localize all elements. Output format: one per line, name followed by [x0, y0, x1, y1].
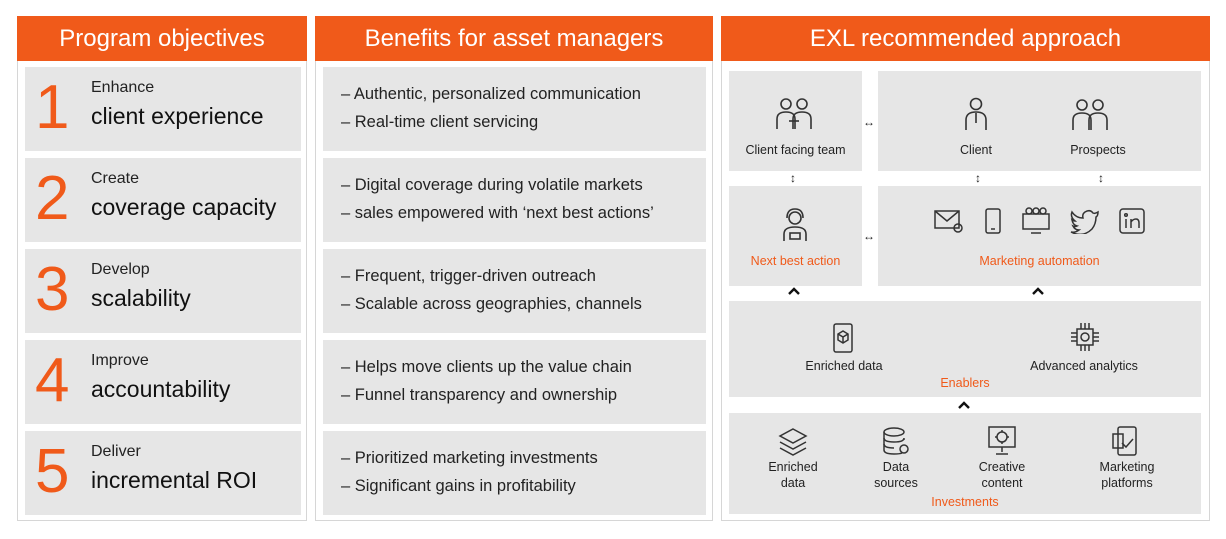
objective-title: accountability [91, 376, 231, 402]
objective-verb: Enhance [91, 79, 155, 96]
marketing-platforms-label-2: platforms [1101, 476, 1153, 490]
benefit-line: – sales empowered with ‘next best action… [341, 204, 654, 222]
next-best-action-box: Next best action [729, 186, 862, 286]
benefit-card-2: – Digital coverage during volatile marke… [323, 158, 706, 242]
objective-number: 5 [35, 437, 70, 506]
marketing-platforms-label-1: Marketing [1099, 460, 1155, 474]
twitter-icon [1070, 208, 1100, 234]
client-prospects-box: Client Prospects [878, 71, 1201, 171]
mobile-icon [984, 208, 1002, 234]
phone-data-icon [831, 323, 855, 353]
program-objectives-panel: Program objectives 1 Enhance client expe… [17, 16, 307, 521]
client-icon [964, 97, 988, 131]
monitor-gear-icon [987, 425, 1017, 457]
email-icon [934, 208, 964, 234]
investments-label: Investments [931, 495, 999, 509]
benefit-line: – Real-time client servicing [341, 113, 539, 131]
enablers-label: Enablers [940, 376, 990, 390]
benefit-line: – Significant gains in profitability [341, 477, 576, 495]
objective-card-1: 1 Enhance client experience [25, 67, 301, 151]
objective-card-3: 3 Develop scalability [25, 249, 301, 333]
investment-enriched-data-label-1: Enriched [768, 460, 818, 474]
objective-title: scalability [91, 285, 191, 311]
agent-icon [781, 208, 809, 242]
investment-enriched-data-label-2: data [780, 476, 806, 490]
enablers-enriched-data-label: Enriched data [805, 359, 883, 373]
objective-title: coverage capacity [91, 194, 277, 220]
benefits-header: Benefits for asset managers [315, 16, 713, 61]
chip-icon [1069, 321, 1101, 353]
team-icon [775, 97, 813, 131]
objective-card-4: 4 Improve accountability [25, 340, 301, 424]
objective-number: 4 [35, 346, 70, 415]
approach-panel: EXL recommended approach Client facing t… [721, 16, 1210, 521]
objective-card-2: 2 Create coverage capacity [25, 158, 301, 242]
objective-number: 1 [35, 73, 70, 142]
benefit-line: – Digital coverage during volatile marke… [341, 176, 643, 194]
prospects-icon [1070, 97, 1110, 131]
bidirectional-arrow: ↔ [863, 115, 875, 129]
bidirectional-arrow: ↔ [863, 229, 875, 243]
benefit-line: – Scalable across geographies, channels [341, 295, 642, 313]
data-sources-label-2: sources [874, 476, 918, 490]
investments-box: Enriched data Data sources Creative cont… [729, 413, 1201, 514]
linkedin-icon [1119, 208, 1145, 234]
objective-title: client experience [91, 103, 264, 129]
benefit-card-5: – Prioritized marketing investments – Si… [323, 431, 706, 515]
chevron-up-icon [788, 287, 800, 295]
client-facing-team-label: Client facing team [745, 143, 846, 157]
benefit-card-1: – Authentic, personalized communication … [323, 67, 706, 151]
program-objectives-header: Program objectives [17, 16, 307, 61]
benefit-line: – Funnel transparency and ownership [341, 386, 618, 404]
enablers-box: Enriched data Advanced analytics Enabler… [729, 301, 1201, 397]
marketing-automation-label: Marketing automation [979, 254, 1100, 268]
vertical-arrow: ↕ [790, 171, 796, 185]
vertical-arrow: ↕ [1098, 171, 1104, 185]
platform-icon [1112, 425, 1140, 457]
database-icon [881, 427, 911, 457]
benefit-line: – Helps move clients up the value chain [341, 358, 632, 376]
benefit-line: – Prioritized marketing investments [341, 449, 598, 467]
client-label: Client [960, 143, 992, 157]
objective-title: incremental ROI [91, 467, 258, 493]
chevron-up-icon [1032, 287, 1044, 295]
benefit-card-4: – Helps move clients up the value chain … [323, 340, 706, 424]
data-sources-label-1: Data [882, 460, 910, 474]
layers-icon [778, 427, 808, 457]
objective-card-5: 5 Deliver incremental ROI [25, 431, 301, 515]
marketing-automation-box: Marketing automation [878, 186, 1201, 286]
next-best-action-label: Next best action [750, 254, 841, 268]
objective-number: 3 [35, 255, 70, 324]
creative-content-label-2: content [981, 476, 1023, 490]
creative-content-label-1: Creative [978, 460, 1026, 474]
devices-icon [1021, 206, 1051, 234]
objective-number: 2 [35, 164, 70, 233]
objective-verb: Deliver [91, 443, 141, 460]
prospects-label: Prospects [1070, 143, 1126, 157]
vertical-arrow: ↕ [975, 171, 981, 185]
benefit-card-3: – Frequent, trigger-driven outreach – Sc… [323, 249, 706, 333]
client-facing-team-box: Client facing team [729, 71, 862, 171]
objective-verb: Improve [91, 352, 149, 369]
objective-verb: Create [91, 170, 140, 187]
benefit-line: – Frequent, trigger-driven outreach [341, 267, 596, 285]
benefits-panel: Benefits for asset managers – Authentic,… [315, 16, 713, 521]
approach-header: EXL recommended approach [721, 16, 1210, 61]
benefit-line: – Authentic, personalized communication [341, 85, 641, 103]
advanced-analytics-label: Advanced analytics [1030, 359, 1138, 373]
objective-verb: Develop [91, 261, 150, 278]
chevron-up-icon [958, 401, 970, 409]
